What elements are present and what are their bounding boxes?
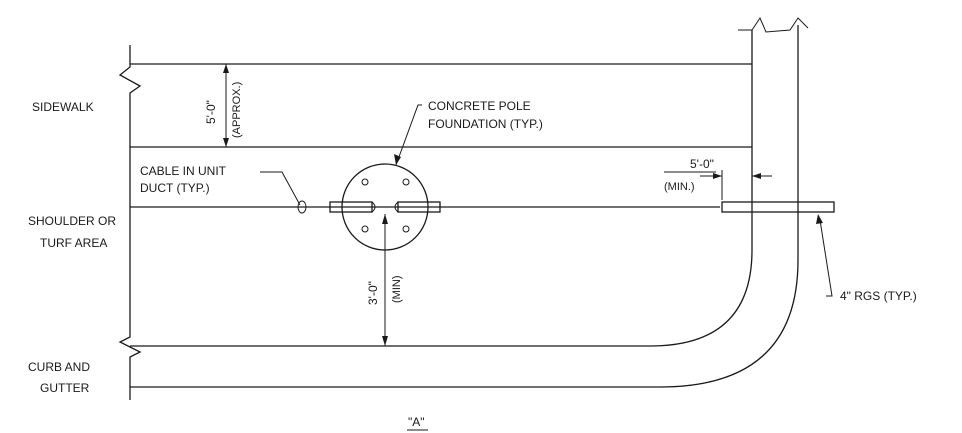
curb-top-edge bbox=[130, 30, 753, 347]
sidewalk-dimension-note: (APPROX.) bbox=[231, 82, 243, 138]
min-dimension bbox=[700, 170, 772, 200]
depth-dimension-value: 3'-0" bbox=[366, 281, 380, 305]
depth-dimension-note: (MIN) bbox=[391, 276, 403, 304]
cable-label-line2: DUCT (TYP.) bbox=[140, 181, 210, 195]
foundation-leader bbox=[394, 104, 422, 166]
left-boundary-line bbox=[118, 45, 142, 400]
min-dimension-value: 5'-0" bbox=[690, 157, 714, 171]
rgs-label: 4" RGS (TYP.) bbox=[840, 289, 917, 303]
cable-leader bbox=[260, 171, 307, 214]
sidewalk-label: SIDEWALK bbox=[32, 100, 94, 114]
foundation-label-line1: CONCRETE POLE bbox=[428, 99, 531, 113]
min-dimension-note: (MIN.) bbox=[664, 181, 695, 193]
rgs-conduit bbox=[721, 201, 835, 213]
curb-label-line2: GUTTER bbox=[40, 381, 90, 395]
foundation-label-line2: FOUNDATION (TYP.) bbox=[428, 117, 543, 131]
top-break-line bbox=[738, 16, 809, 33]
rgs-leader bbox=[816, 214, 833, 297]
detail-label: "A" bbox=[408, 415, 425, 429]
cable-label-line1: CABLE IN UNIT bbox=[140, 164, 227, 178]
curb-bottom-edge bbox=[130, 25, 799, 388]
sidewalk-dimension-value: 5'-0" bbox=[204, 100, 218, 124]
shoulder-label-line1: SHOULDER OR bbox=[28, 214, 116, 228]
duct-left bbox=[329, 201, 376, 213]
shoulder-label-line2: TURF AREA bbox=[40, 236, 107, 250]
depth-dimension bbox=[382, 214, 388, 346]
duct-right bbox=[394, 201, 441, 213]
sidewalk-dimension bbox=[223, 64, 229, 147]
curb-label-line1: CURB AND bbox=[28, 360, 90, 374]
